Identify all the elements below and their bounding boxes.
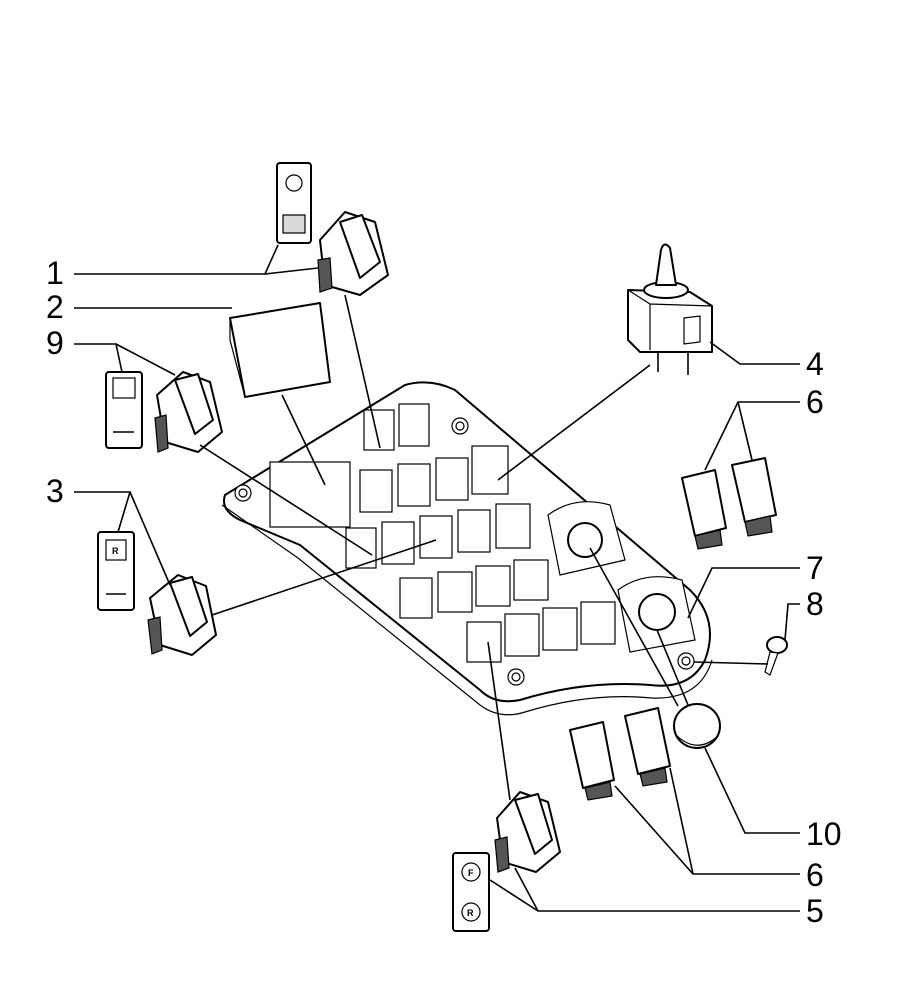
callout-6-bottom: 6 xyxy=(806,857,824,893)
callout-8: 8 xyxy=(806,586,824,622)
rocker-switch-part-9 xyxy=(154,371,223,453)
callout-7: 7 xyxy=(806,550,824,586)
forward-letter: F xyxy=(468,868,474,878)
plate-hole xyxy=(677,652,695,670)
plate-hole xyxy=(234,484,252,502)
knob-cap-part-10 xyxy=(673,703,721,749)
plate-hole xyxy=(507,668,525,686)
switch-label-1 xyxy=(276,162,312,244)
rocker-cover-part-6 xyxy=(681,469,727,550)
rocker-cover-part-6 xyxy=(731,457,777,537)
rocker-cover-part-6 xyxy=(624,707,671,787)
reverse-letter: R xyxy=(467,908,474,918)
rocker-cover-part-6 xyxy=(569,721,615,801)
callout-9: 9 xyxy=(46,325,64,361)
plate-hole xyxy=(451,417,469,435)
leader-lines xyxy=(74,244,800,912)
toggle-switch-part-4 xyxy=(627,243,713,375)
callout-1: 1 xyxy=(46,255,64,291)
rocker-switch-part-1 xyxy=(317,211,389,296)
gauge-housing xyxy=(547,501,626,576)
callout-6-top: 6 xyxy=(806,384,824,420)
callout-2: 2 xyxy=(46,289,64,325)
callout-3: 3 xyxy=(46,473,64,509)
rocker-switch-part-3 xyxy=(147,574,217,656)
callout-5: 5 xyxy=(806,893,824,929)
rocker-switch-part-5 xyxy=(494,791,561,873)
switch-label-5: F R xyxy=(452,852,490,932)
switch-label-9 xyxy=(105,371,143,449)
callout-4: 4 xyxy=(806,346,824,382)
switch-label-3: R xyxy=(97,531,135,611)
callout-10: 10 xyxy=(806,816,842,852)
control-panel-plate xyxy=(221,381,713,716)
blank-cover-part-2 xyxy=(229,302,331,398)
gauge-housing xyxy=(617,576,696,653)
label-3-letter: R xyxy=(112,546,119,556)
screw-part-8 xyxy=(764,636,788,676)
